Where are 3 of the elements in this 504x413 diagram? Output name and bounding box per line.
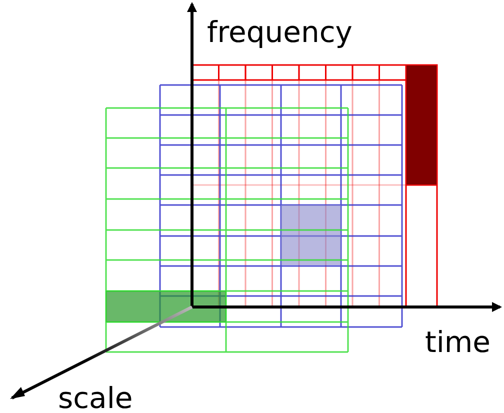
axis-label: frequency (207, 18, 352, 47)
axis-label: scale (58, 384, 133, 413)
axis-label: time (425, 328, 491, 357)
